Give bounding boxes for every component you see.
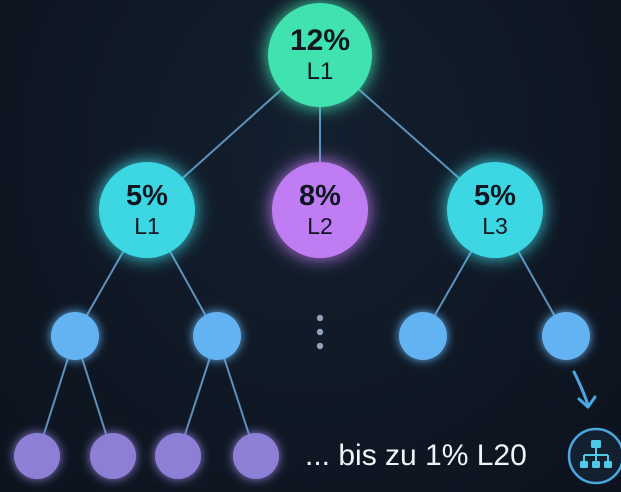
network-hierarchy-icon	[567, 427, 621, 485]
level2-nodes	[99, 162, 543, 258]
level4-node	[233, 433, 279, 479]
footer-text: ... bis zu 1% L20	[305, 439, 527, 472]
level3-node	[399, 312, 447, 360]
vertical-ellipsis-icon	[316, 314, 324, 350]
level2-node-middle	[272, 162, 368, 258]
level2-node-left	[99, 162, 195, 258]
level4-node	[155, 433, 201, 479]
level3-node	[542, 312, 590, 360]
level4-nodes	[14, 433, 279, 479]
level2-node-right	[447, 162, 543, 258]
level4-node	[90, 433, 136, 479]
level3-nodes	[51, 312, 590, 360]
root-node	[268, 3, 372, 107]
level3-node	[193, 312, 241, 360]
level4-node	[14, 433, 60, 479]
root-node-group	[268, 3, 372, 107]
arrow-down-right-icon	[572, 370, 597, 409]
level3-node	[51, 312, 99, 360]
